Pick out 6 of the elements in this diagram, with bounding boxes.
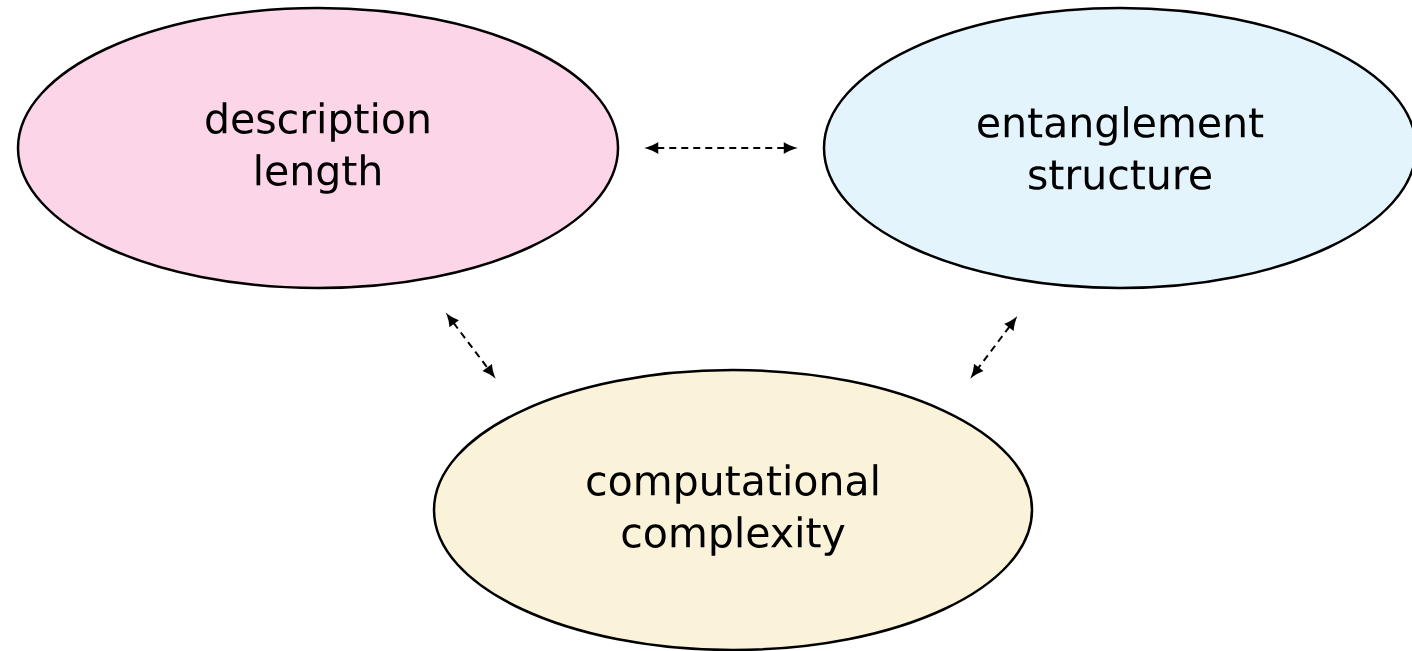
ellipse-node: entanglement structure [822,6,1412,290]
ellipse-node: description length [16,6,620,290]
double-arrow [646,142,796,154]
double-arrow [971,318,1017,377]
ellipse-node: computational complexity [432,368,1034,651]
double-arrow [446,314,495,377]
